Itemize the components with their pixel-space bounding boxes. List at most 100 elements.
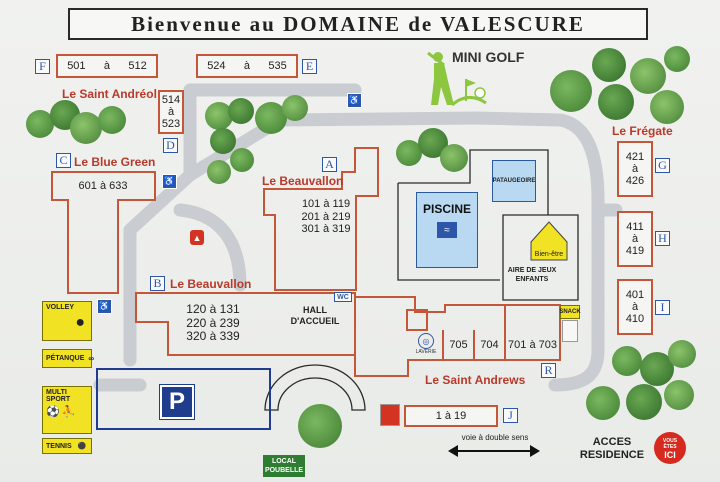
pataugeoire: PATAUGEOIRE [492, 160, 536, 202]
pool-area-fences [397, 149, 579, 301]
acces-line2: RESIDENCE [579, 449, 645, 461]
golfer-icon [424, 47, 490, 109]
rooms-a-line3: 301 à 319 [301, 223, 351, 235]
hall-accueil-label: HALL D'ACCUEIL [290, 305, 340, 327]
petanque-tile: PÉTANQUE ∞ [42, 349, 95, 368]
wheelchair-icon: ♿ [97, 299, 112, 314]
building-name-saint-andreol: Le Saint Andréol [62, 87, 157, 101]
tree [664, 46, 690, 72]
letter-i: I [655, 300, 670, 315]
roundabout [264, 364, 366, 411]
building-name-beauvallon-a: Le Beauvallon [262, 174, 344, 188]
laverie-outline [406, 309, 428, 331]
bien-etre-icon [530, 220, 568, 262]
room-i-end: 410 [625, 313, 645, 325]
multi-sport-tile: MULTI SPORT ⚽⛹ [42, 386, 92, 434]
petanque-icon: ∞ [88, 354, 95, 363]
building-name-saint-andrews: Le Saint Andrews [425, 373, 526, 387]
bien-etre-label: Bien-être [534, 251, 564, 258]
tree [650, 90, 684, 124]
tree [230, 148, 254, 172]
letter-f: F [35, 59, 50, 74]
wheelchair-icon: ♿ [162, 174, 177, 189]
tree [282, 95, 308, 121]
vous-line2: ÊTES [663, 444, 677, 450]
aire-jeux-line2: ENFANTS [515, 276, 549, 283]
tree [630, 58, 666, 94]
room-704: 704 [480, 339, 499, 351]
building-c-outline [51, 171, 156, 294]
room-box-f: 501 à 512 [56, 54, 158, 78]
fire-extinguisher-icon [380, 404, 400, 426]
letter-b: B [150, 276, 165, 291]
road-inner [173, 203, 247, 292]
tree [598, 84, 634, 120]
letter-h: H [655, 231, 670, 246]
room-f-end: 512 [128, 60, 147, 72]
room-i-a: à [631, 301, 639, 313]
room-g-end: 426 [625, 175, 645, 187]
playground-fence [502, 214, 579, 301]
hall-line1: HALL [303, 305, 327, 315]
room-box-h: 411 à 419 [617, 211, 653, 267]
room-box-g: 421 à 426 [617, 141, 653, 197]
rooms-a: 101 à 119 201 à 219 301 à 319 [296, 198, 356, 236]
local-line2: POUBELLE [264, 467, 304, 474]
tree [298, 404, 342, 448]
rooms-b-line3: 320 à 339 [186, 329, 240, 343]
tree [440, 144, 468, 172]
room-g-start: 421 [625, 151, 645, 163]
petanque-label: PÉTANQUE [46, 355, 85, 362]
room-box-e: 524 à 535 [196, 54, 298, 78]
room-d-start: 514 [161, 94, 181, 106]
room-h-a: à [631, 233, 639, 245]
wc-label: WC [334, 292, 352, 302]
tree [550, 70, 592, 112]
letter-a: A [322, 157, 337, 172]
rooms-b-line2: 220 à 239 [186, 315, 240, 330]
room-h-start: 411 [626, 221, 644, 233]
piscine-label: PISCINE [422, 202, 471, 216]
room-box-j: 1 à 19 [404, 405, 498, 427]
road-loop [183, 111, 605, 392]
building-name-blue-green: Le Blue Green [74, 155, 156, 169]
aire-jeux-line1: AIRE DE JEUX [507, 267, 557, 274]
snack-label: SNACK [559, 305, 581, 319]
pool-icon: ≈ [437, 222, 457, 238]
sports-icon: ⚽⛹ [46, 406, 78, 418]
tree [228, 98, 254, 124]
you-are-here-icon: VOUS ÊTES ICI [654, 432, 686, 464]
laverie-label: LAVERIE [415, 349, 437, 355]
laundry-icon: ◎ [418, 333, 434, 349]
tennis-tile: TENNIS ⚫ [42, 438, 92, 454]
rooms-b-line1: 120 à 131 [186, 302, 240, 316]
vous-line1: VOUS [662, 438, 678, 444]
tree [26, 110, 54, 138]
building-name-fregate: Le Frégate [612, 124, 673, 138]
tree [255, 102, 287, 134]
room-box-i: 401 à 410 [617, 279, 653, 335]
tree [210, 128, 236, 154]
parking-icon: P [159, 384, 195, 420]
letter-c: C [56, 153, 71, 168]
room-h-end: 419 [625, 245, 645, 257]
rooms-701-703: 701 à 703 [508, 339, 557, 351]
tree [626, 384, 662, 420]
building-r-outline [354, 296, 561, 377]
fence-west [397, 183, 500, 281]
letter-g: G [655, 158, 670, 173]
room-e-end: 535 [268, 60, 287, 72]
local-line1: LOCAL [271, 458, 297, 465]
room-d-end: 523 [161, 118, 181, 130]
tennis-icon: ⚫ [77, 443, 87, 450]
tree [586, 386, 620, 420]
wheelchair-icon: ♿ [347, 93, 362, 108]
tree [207, 160, 231, 184]
letter-d: D [163, 138, 178, 153]
tree [396, 140, 422, 166]
map-title: Bienvenue au DOMAINE de VALESCURE [68, 8, 648, 40]
volleyball-icon: ● [75, 314, 85, 331]
aire-jeux-label: AIRE DE JEUX ENFANTS [500, 266, 564, 284]
